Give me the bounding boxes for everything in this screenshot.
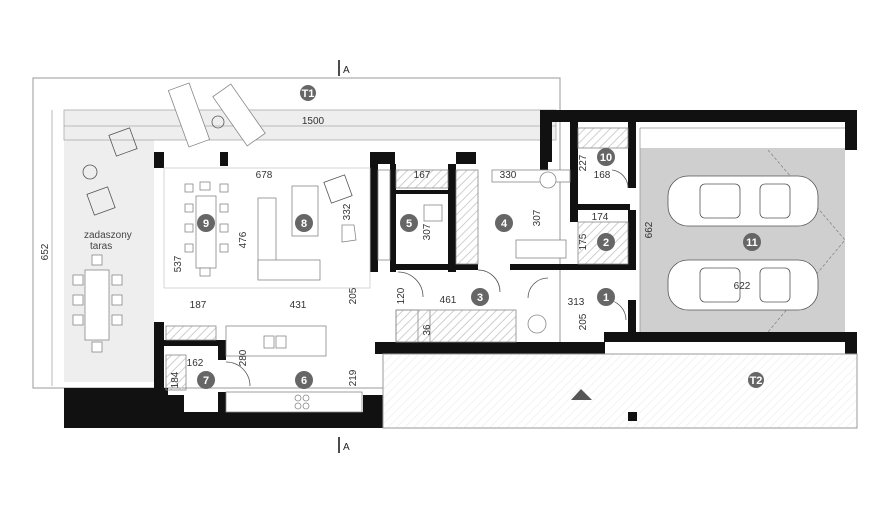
dimension-overall-depth: 652 [40,110,53,386]
covered-terrace-label-1: zadaszony [84,230,132,241]
room-5-badge: 5 [400,214,418,232]
svg-text:4: 4 [501,218,508,230]
dim-219: 219 [348,369,359,386]
dim-162: 162 [187,358,204,369]
dim-167: 167 [414,170,431,181]
svg-text:8: 8 [301,218,307,230]
svg-text:7: 7 [203,375,209,387]
dim-168: 168 [594,170,611,181]
dim-461: 461 [440,295,457,306]
dim-307a: 307 [422,223,433,240]
section-mark-top-label: A [343,65,350,76]
svg-text:2: 2 [603,237,609,249]
t2-badge [748,372,764,388]
dim-120: 120 [396,287,407,304]
room-1-badge: 1 [597,288,615,306]
room-8-badge: 8 [295,214,313,232]
dim-205b: 205 [578,313,589,330]
dim-205a: 205 [348,287,359,304]
svg-text:5: 5 [406,218,412,230]
t1-label: T1 [302,88,315,100]
t1-badge [300,85,316,101]
svg-text:6: 6 [301,375,307,387]
svg-text:11: 11 [746,237,758,249]
dim-431: 431 [290,300,307,311]
dim-330: 330 [500,170,517,181]
svg-text:3: 3 [477,292,483,304]
terrace-table [72,254,123,353]
car-bottom [667,259,819,311]
dim-overall-width: 1500 [302,116,325,127]
dim-307b: 307 [532,209,543,226]
room-2-badge: 2 [597,233,615,251]
section-mark-top: A [338,60,350,76]
car-top [667,175,819,227]
garage [636,122,846,333]
dim-184: 184 [170,371,181,388]
kitchen [165,325,363,413]
dim-622: 622 [734,281,751,292]
room-9-badge: 9 [197,214,215,232]
svg-text:10: 10 [600,152,612,164]
dim-476: 476 [238,231,249,248]
dim-280: 280 [238,349,249,366]
dimension-labels: 678 167 330 332 476 537 307 307 227 168 … [170,154,751,388]
covered-terrace-label-2: taras [90,241,112,252]
bathrooms [165,169,571,391]
room-11-badge: 11 [743,233,761,251]
dim-332: 332 [342,203,353,220]
dim-174: 174 [592,212,609,223]
dim-36: 36 [422,324,433,336]
entrance-arrow-icon [571,389,592,400]
dim-overall-depth: 652 [40,243,51,260]
hall [225,127,629,387]
room-badges: 1 2 3 4 5 6 7 8 9 10 11 [197,148,761,389]
dim-537: 537 [173,255,184,272]
svg-text:9: 9 [203,218,209,230]
terrace-t2: T2 [382,353,858,429]
t2-label: T2 [750,375,763,387]
dim-662: 662 [644,221,655,238]
room-3-badge: 3 [471,288,489,306]
section-mark-bottom-label: A [343,442,350,453]
interior-walls [154,122,636,414]
svg-text:1: 1 [603,292,609,304]
dim-187: 187 [190,300,207,311]
dimension-overall-width: 1500 [64,116,556,127]
room-10-badge: 10 [597,148,615,166]
dim-313: 313 [568,297,585,308]
room-6-badge: 6 [295,371,313,389]
dim-175: 175 [578,233,589,250]
dim-227: 227 [578,154,589,171]
terrace-plants [82,115,353,216]
room-4-badge: 4 [495,214,513,232]
room-7-badge: 7 [197,371,215,389]
dim-678: 678 [256,170,273,181]
deck-chairs [167,82,266,148]
section-mark-bottom: A [338,437,350,453]
